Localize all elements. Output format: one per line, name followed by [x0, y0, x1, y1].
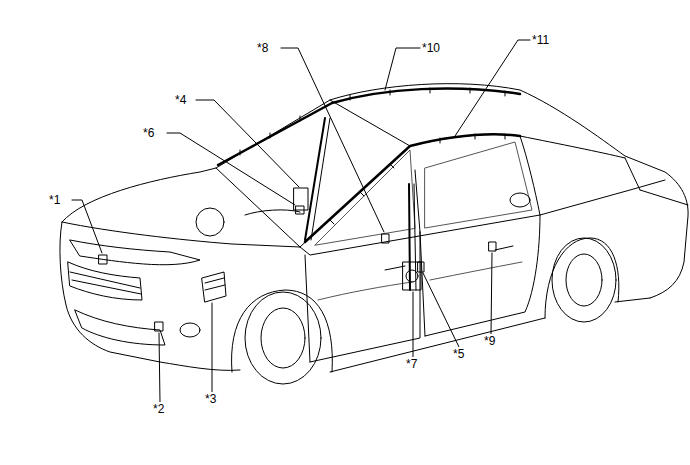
callout-number: *7: [405, 357, 418, 371]
callout-number: *6: [142, 126, 155, 140]
airbag-components: [99, 88, 520, 331]
callout-number: *3: [204, 392, 217, 406]
callout-number: *4: [174, 93, 187, 107]
callout-number: *10: [421, 41, 441, 55]
callout-number: *11: [531, 33, 550, 47]
callout-number: *1: [48, 193, 61, 207]
callout-number: *9: [483, 334, 496, 348]
callout-number: *2: [152, 402, 165, 416]
leader-lines: [72, 40, 530, 402]
callout-number: *8: [256, 41, 269, 55]
car-body: [60, 84, 688, 384]
callout-number: *5: [452, 347, 465, 361]
